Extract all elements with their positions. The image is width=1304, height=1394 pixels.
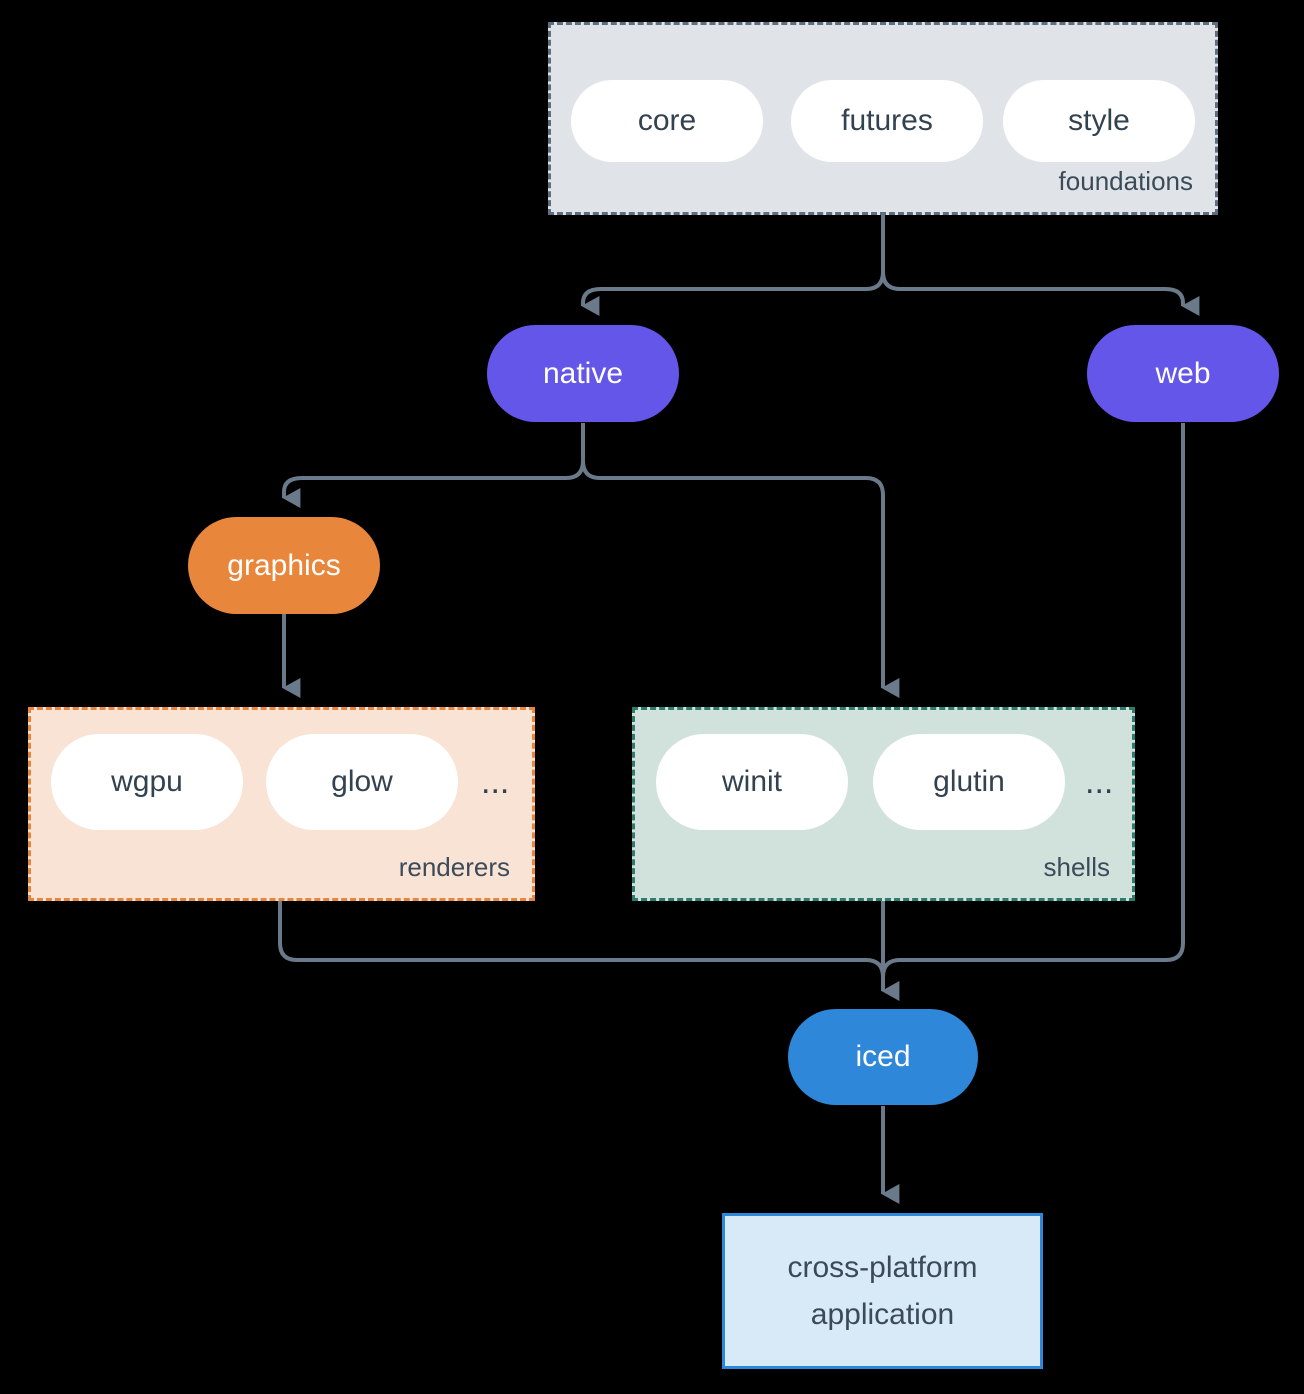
- app-label-line1: cross-platform: [787, 1251, 978, 1284]
- node-graphics: graphics: [188, 517, 380, 614]
- connector-native-shells: [581, 460, 900, 698]
- node-native: native: [487, 325, 679, 422]
- node-futures: futures: [791, 80, 983, 162]
- node-iced: iced: [788, 1009, 978, 1105]
- node-style-label: style: [1068, 104, 1130, 137]
- node-cross-platform-application: cross-platform application: [722, 1213, 1043, 1369]
- node-futures-label: futures: [841, 104, 933, 137]
- group-shells-label: shells: [1043, 852, 1110, 882]
- renderers-ellipsis: ...: [481, 762, 510, 801]
- group-shells: winit glutin ... shells: [632, 707, 1135, 901]
- shells-ellipsis: ...: [1085, 762, 1114, 801]
- node-web-label: web: [1155, 356, 1211, 390]
- group-renderers-label: renderers: [398, 852, 510, 882]
- connector-native-graphics: [282, 423, 585, 508]
- node-winit-label: winit: [721, 765, 782, 798]
- group-foundations: core futures style foundations: [548, 22, 1218, 215]
- node-wgpu: wgpu: [51, 734, 243, 830]
- app-label-line2: application: [810, 1298, 955, 1331]
- node-core: core: [571, 80, 763, 162]
- node-web: web: [1087, 325, 1279, 422]
- node-glutin: glutin: [873, 734, 1065, 830]
- group-foundations-label: foundations: [1058, 166, 1193, 196]
- node-glow-label: glow: [331, 765, 393, 798]
- node-wgpu-label: wgpu: [111, 765, 183, 798]
- node-glow: glow: [266, 734, 458, 830]
- node-style: style: [1003, 80, 1195, 162]
- connector-foundations-web: [881, 271, 1200, 316]
- node-iced-label: iced: [855, 1040, 911, 1073]
- group-renderers: wgpu glow ... renderers: [28, 707, 535, 901]
- connector-foundations-native: [581, 214, 885, 316]
- node-graphics-label: graphics: [227, 548, 341, 582]
- node-native-label: native: [542, 356, 624, 390]
- node-winit: winit: [656, 734, 848, 830]
- connector-renderers-merge: [278, 901, 885, 978]
- node-glutin-label: glutin: [933, 765, 1005, 798]
- node-core-label: core: [637, 104, 697, 137]
